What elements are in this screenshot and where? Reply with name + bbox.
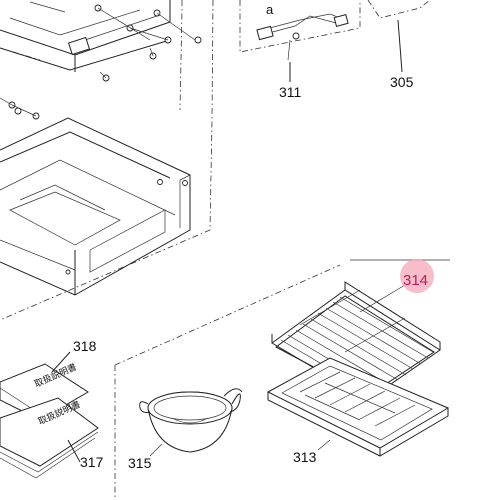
upper-drawer-assembly	[0, 0, 214, 321]
sub-label-a: a	[266, 2, 274, 17]
leader-313	[317, 439, 331, 451]
callout-315: 315	[128, 455, 152, 471]
callout-314: 314	[403, 272, 428, 289]
callout-317: 317	[80, 454, 104, 470]
part-305-panel	[367, 0, 431, 73]
callout-305: 305	[390, 74, 414, 90]
screw-group-left	[0, 97, 40, 120]
lower-drawer	[0, 117, 191, 296]
part-311-harness	[239, 0, 361, 82]
part-317-manual: 取扱説明書	[0, 397, 99, 479]
highlight-314	[400, 259, 434, 293]
callout-313: 313	[293, 449, 317, 465]
part-315-pan	[139, 388, 243, 453]
leader-315	[149, 443, 163, 457]
part-313-tray	[266, 357, 450, 457]
leader-314	[359, 284, 406, 313]
callout-311: 311	[279, 84, 302, 100]
accessory-group-boundary	[114, 264, 341, 500]
leader-318	[51, 351, 71, 373]
screw-group-top	[94, 4, 202, 82]
callout-318: 318	[73, 338, 97, 354]
leader-317	[67, 439, 81, 463]
